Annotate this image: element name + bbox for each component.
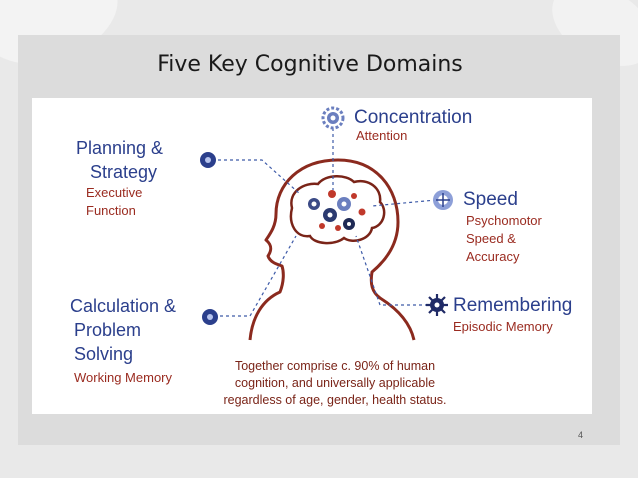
- planning-sublabel-line2: Function: [86, 203, 136, 218]
- calculation-label-line2: Problem: [74, 320, 142, 340]
- concentration-label: Concentration: [354, 107, 473, 128]
- page-number: 4: [578, 430, 584, 440]
- speed-label: Speed: [463, 189, 518, 210]
- caption-line2: cognition, and universally applicable: [234, 376, 436, 390]
- planning-label-line2: Strategy: [90, 162, 158, 182]
- concentration-sublabel: Attention: [356, 128, 408, 143]
- brain-icon: [289, 175, 386, 245]
- gear-icon: [433, 190, 453, 210]
- gear-icon: [321, 106, 345, 130]
- calculation-sublabel: Working Memory: [74, 370, 173, 385]
- remembering-sublabel: Episodic Memory: [453, 319, 553, 334]
- caption-line1: Together comprise c. 90% of human: [234, 359, 436, 373]
- speed-sublabel-line2: Speed &: [466, 231, 516, 246]
- remembering-label: Remembering: [453, 295, 573, 316]
- gear-icon: [308, 190, 366, 231]
- calculation-label-line1: Calculation &: [70, 296, 177, 316]
- planning-sublabel-line1: Executive: [86, 185, 143, 200]
- bullet-icon: [200, 152, 216, 168]
- calculation-label-line3: Solving: [74, 344, 134, 364]
- planning-label-line1: Planning &: [76, 138, 164, 158]
- asterisk-icon: [426, 294, 448, 316]
- speed-sublabel-line1: Psychomotor: [466, 213, 542, 228]
- caption-line3: regardless of age, gender, health status…: [223, 393, 447, 407]
- bullet-icon: [202, 309, 218, 325]
- speed-sublabel-line3: Accuracy: [466, 249, 520, 264]
- connector-lines: [218, 128, 437, 317]
- slide-title: Five Key Cognitive Domains: [157, 52, 463, 77]
- diagram-panel: [32, 98, 592, 414]
- head-silhouette-icon: [248, 158, 416, 341]
- caption: Together comprise c. 90% of human cognit…: [205, 358, 465, 409]
